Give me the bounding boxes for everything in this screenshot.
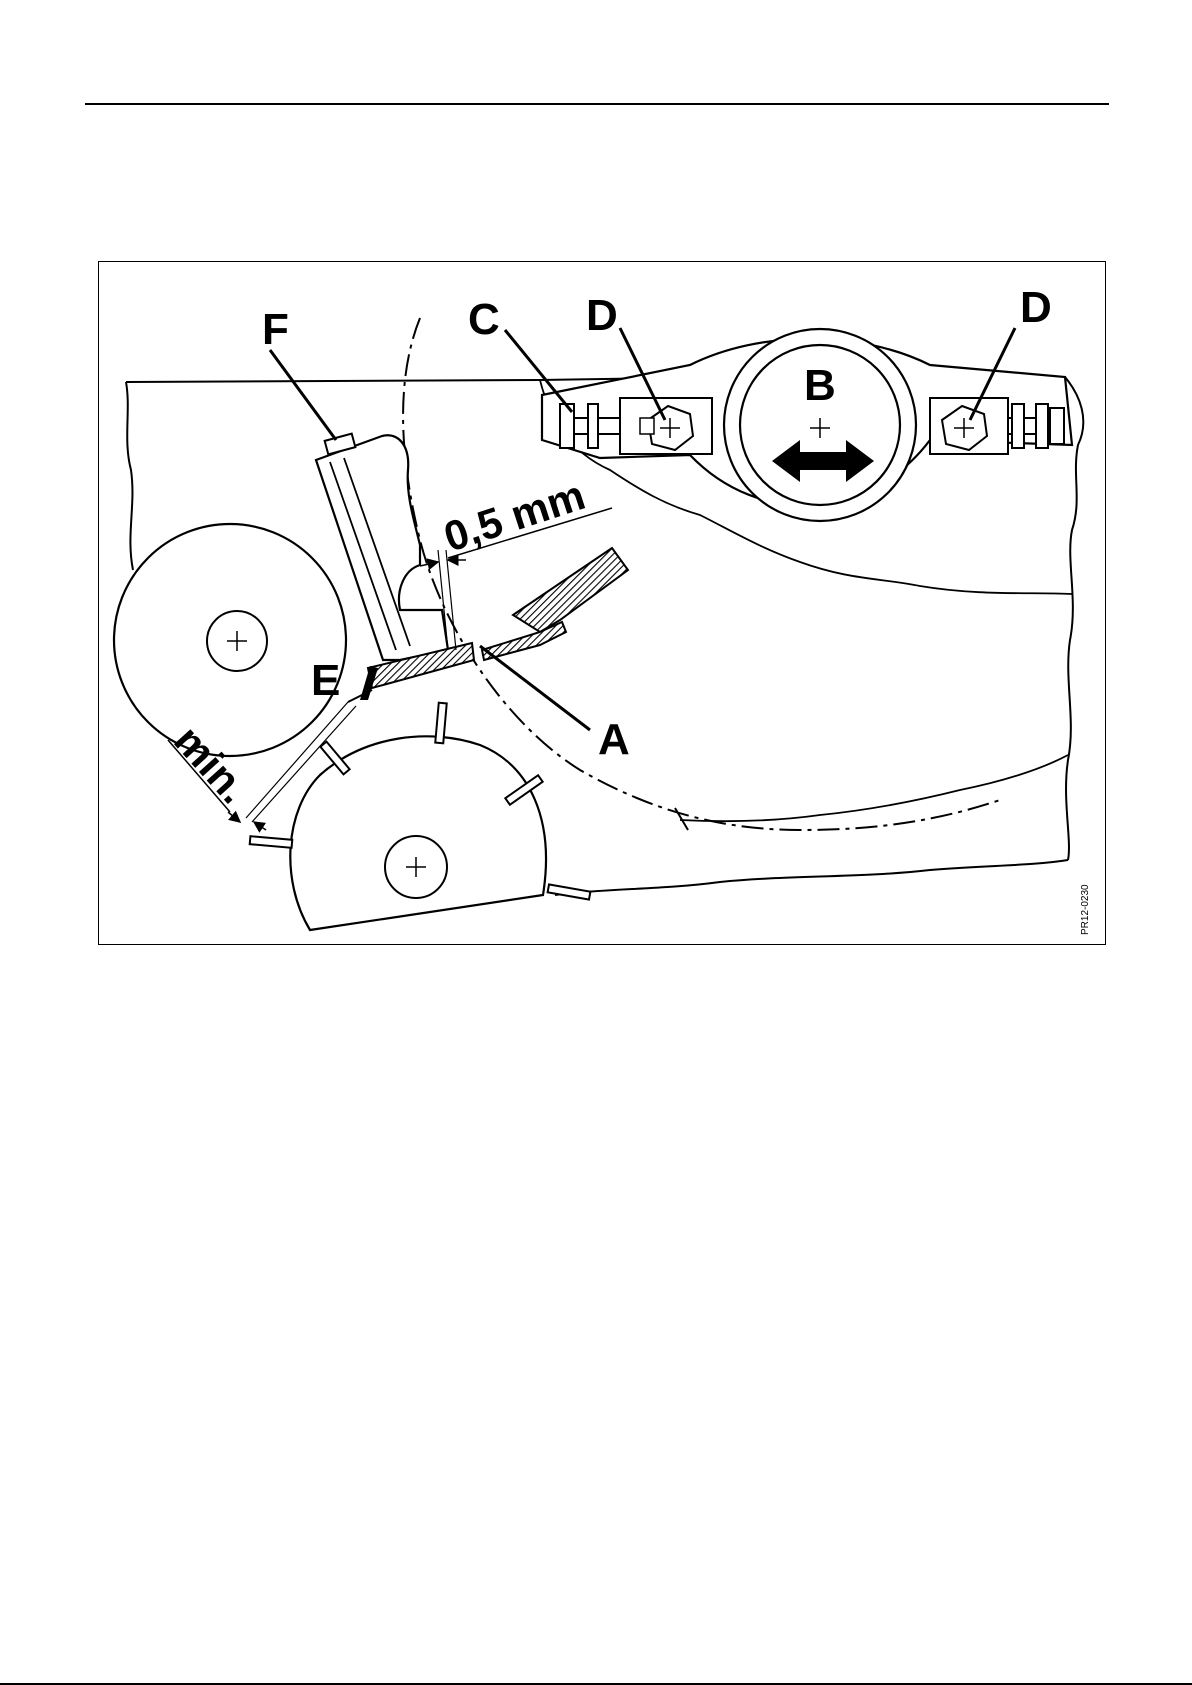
pickup-drum (290, 736, 546, 930)
dim-gap-text: 0,5 mm (438, 471, 590, 560)
label-a: A (598, 715, 630, 764)
dim-min-arrow-1 (228, 812, 240, 822)
slot-block-left-tab (640, 418, 654, 434)
rotor-knife (513, 548, 628, 632)
nut-left-c (588, 404, 598, 448)
label-c: C (468, 295, 500, 344)
dim-gap-arrow-left (420, 562, 438, 566)
rotor-knife-base (482, 622, 566, 660)
nut-right-1 (1012, 404, 1024, 448)
figure-id: PR12-0230 (1080, 884, 1091, 935)
label-f: F (262, 305, 289, 354)
leader-a (480, 646, 590, 730)
label-d-right: D (1020, 283, 1052, 332)
label-e: E (311, 656, 340, 705)
housing-right-edge (1065, 377, 1083, 860)
bolt-right-head (1050, 408, 1064, 444)
rotor-hook (675, 808, 688, 830)
dim-min-arrow-2 (254, 822, 266, 830)
nut-right-2 (1036, 404, 1048, 448)
break-line-lower (680, 755, 1068, 821)
leader-f (270, 350, 336, 440)
leader-c (505, 330, 572, 412)
label-d-left: D (586, 291, 618, 340)
housing-bottom-edge (555, 860, 1068, 895)
label-b: B (804, 361, 836, 410)
